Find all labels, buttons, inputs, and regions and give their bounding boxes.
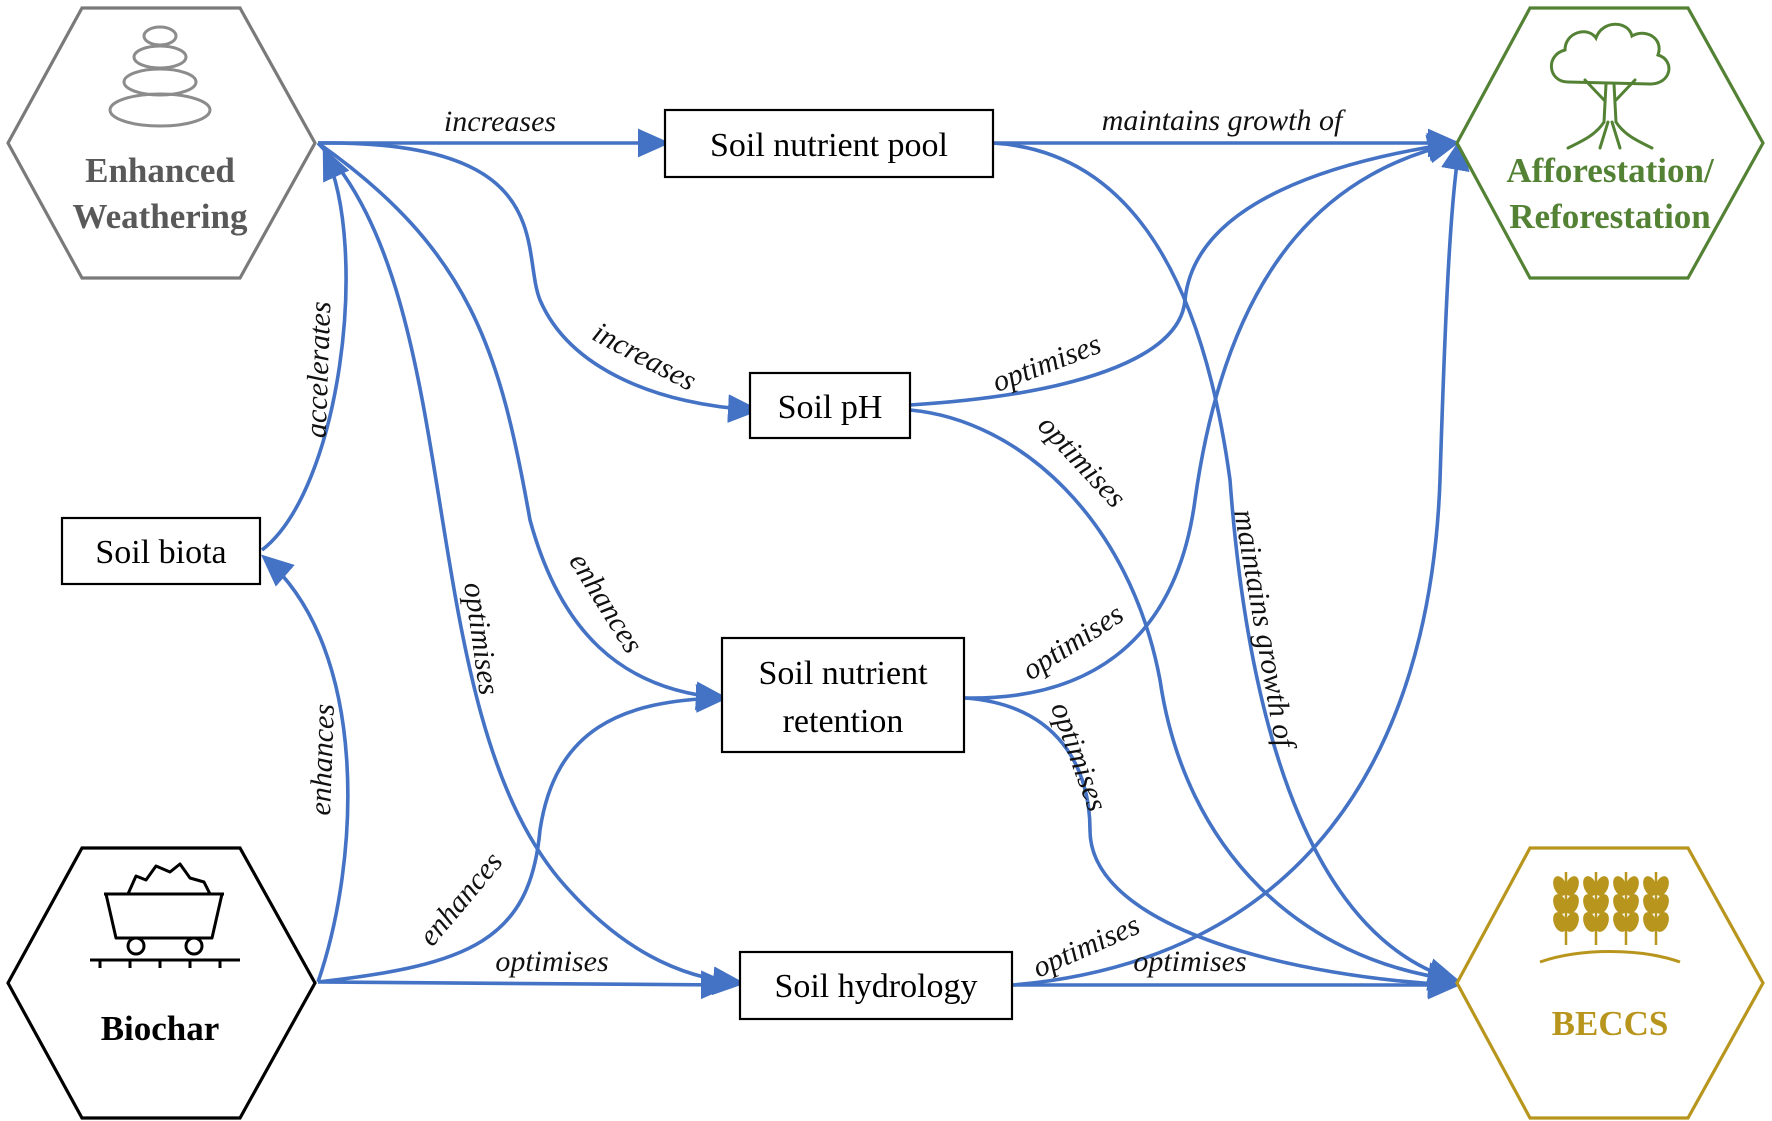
edge-retention-afforestation <box>964 135 1461 700</box>
box-soil-nutrient-retention: Soil nutrient retention <box>720 636 966 754</box>
box-shape <box>663 108 995 179</box>
edge-labels: increases maintains growth of increases … <box>300 104 1346 984</box>
box-shape <box>738 950 1014 1021</box>
afforestation-label-line1: Afforestation/ <box>1506 151 1715 190</box>
stacked-stones-icon <box>108 25 212 128</box>
edge-retention-beccs <box>964 696 1461 999</box>
soil-biota-label: Soil biota <box>95 534 226 571</box>
edge-biota-ew <box>260 147 350 552</box>
mine-cart-icon <box>90 862 240 968</box>
edge-ew-retention <box>316 141 729 711</box>
edge-biochar-biota <box>260 554 350 983</box>
hexagon-afforestation: Afforestation/ Reforestation <box>1455 6 1765 280</box>
soil-ph-label: Soil pH <box>778 389 883 426</box>
edge-biochar-retention <box>317 684 729 984</box>
label-ew-pool: increases <box>444 105 556 138</box>
beccs-label: BECCS <box>1552 1004 1669 1043</box>
soil-nutrient-pool-label: Soil nutrient pool <box>710 127 948 164</box>
label-pool-beccs: maintains growth of <box>1227 507 1302 753</box>
label-retention-beccs: optimises <box>1044 698 1114 816</box>
hexagon-biochar: Biochar <box>6 846 317 1120</box>
box-shape <box>748 371 912 440</box>
box-shape <box>60 516 262 586</box>
soil-hydrology-label: Soil hydrology <box>774 968 977 1005</box>
enhanced-weathering-label-line1: Enhanced <box>85 151 235 190</box>
edge-biochar-hydrology <box>317 970 734 1000</box>
hexagon-enhanced-weathering: Enhanced Weathering <box>6 6 317 280</box>
hexagon-shape <box>6 6 317 280</box>
biochar-label: Biochar <box>101 1009 220 1048</box>
box-soil-hydrology: Soil hydrology <box>738 950 1014 1021</box>
edge-ph-beccs <box>909 408 1461 991</box>
label-retention-afforestation: optimises <box>1016 597 1129 686</box>
label-ew-retention: enhances <box>562 547 649 659</box>
label-ph-beccs: optimises <box>1031 409 1132 514</box>
label-hydrology-beccs: optimises <box>1133 945 1246 978</box>
box-soil-nutrient-pool: Soil nutrient pool <box>663 108 995 179</box>
label-biota-ew: accelerates <box>300 301 338 439</box>
soil-nutrient-retention-label-line2: retention <box>783 703 904 740</box>
edge-hydrology-afforestation <box>1012 137 1470 987</box>
wheat-icon <box>1539 872 1681 964</box>
edges <box>260 128 1470 1000</box>
hexagon-beccs: BECCS <box>1455 846 1765 1120</box>
edge-ew-ph <box>317 141 761 423</box>
label-biochar-biota: enhances <box>304 703 341 816</box>
edge-pool-beccs <box>991 141 1461 987</box>
hexagon-shape <box>6 846 317 1120</box>
box-soil-biota: Soil biota <box>60 516 262 586</box>
enhanced-weathering-label-line2: Weathering <box>73 197 248 236</box>
hexagon-shape <box>1455 6 1765 280</box>
box-shape <box>720 636 966 754</box>
label-biochar-retention: enhances <box>412 846 509 953</box>
soil-nutrient-retention-label-line1: Soil nutrient <box>758 655 928 692</box>
hexagon-shape <box>1455 846 1765 1120</box>
label-pool-afforestation: maintains growth of <box>1102 104 1346 137</box>
afforestation-label-line2: Reforestation <box>1509 197 1711 236</box>
tree-icon <box>1549 22 1671 150</box>
box-soil-ph: Soil pH <box>748 371 912 440</box>
label-biochar-hydrology: optimises <box>495 945 608 978</box>
label-ew-ph: increases <box>587 316 702 398</box>
edge-ew-hydrology <box>316 141 746 996</box>
